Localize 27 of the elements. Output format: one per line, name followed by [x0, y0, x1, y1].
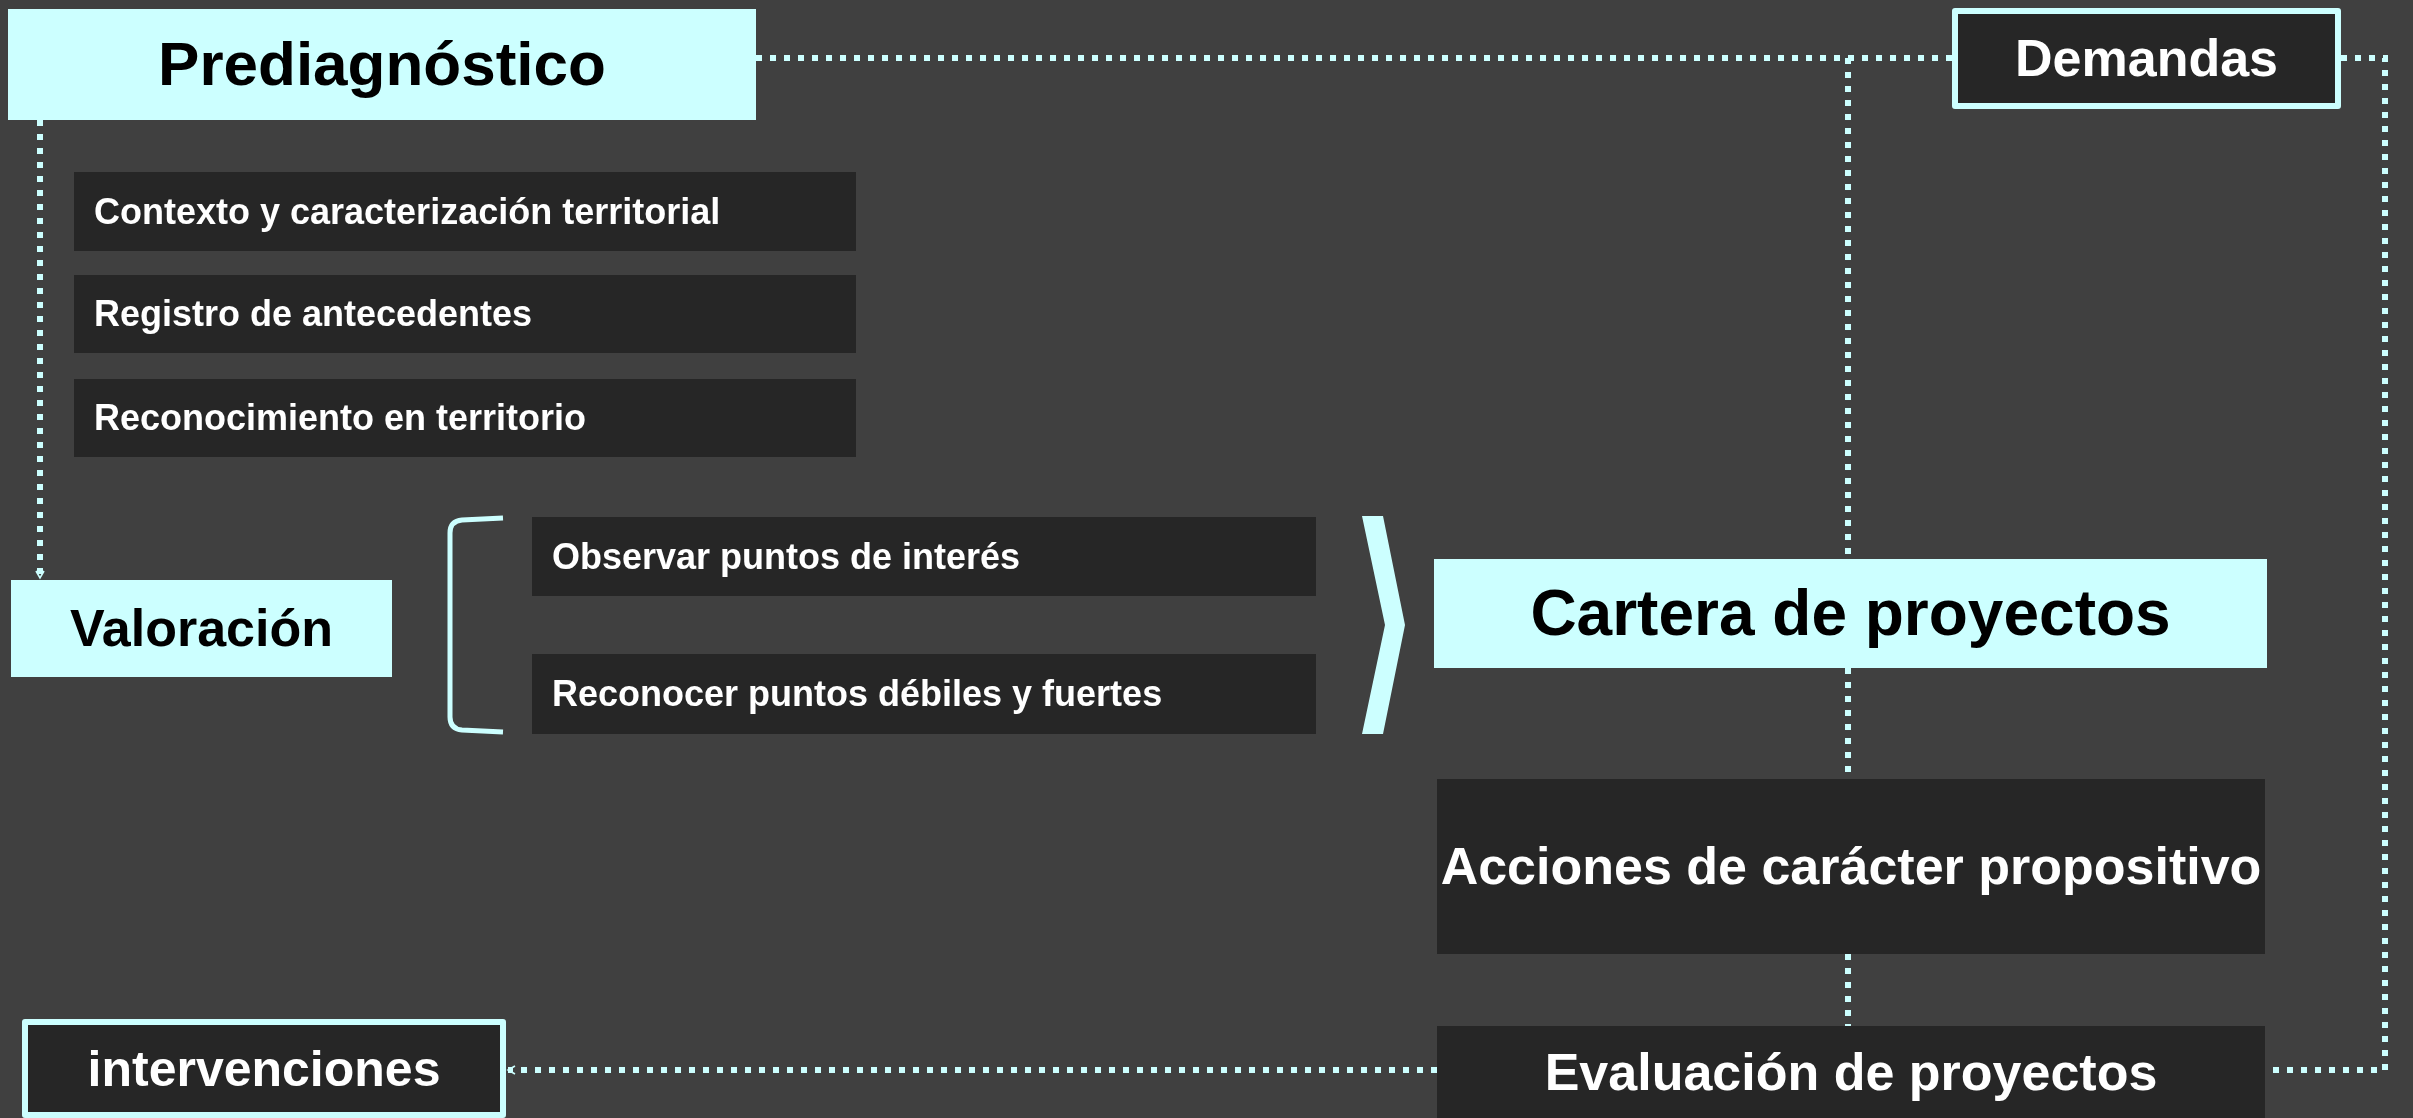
step-box	[532, 517, 1316, 596]
box-label: Evaluación de proyectos	[1544, 1041, 2158, 1103]
box-label: Valoración	[70, 598, 333, 660]
step-box	[74, 379, 856, 457]
step-box	[1437, 1026, 2265, 1118]
box-label: Reconocimiento en territorio	[94, 396, 587, 440]
box-label: Acciones de carácter propositivo	[1440, 836, 2262, 898]
step-box	[1437, 779, 2265, 954]
stage-box	[1434, 559, 2267, 668]
box-label: Prediagnóstico	[158, 28, 606, 101]
step-box	[532, 654, 1316, 734]
box-label: Cartera de proyectos	[1530, 576, 2171, 652]
stage-box	[11, 580, 392, 677]
box-label: intervenciones	[87, 1039, 441, 1099]
step-box	[74, 275, 856, 353]
box-label: Contexto y caracterización territorial	[94, 189, 721, 234]
dotted-connector	[507, 1065, 1437, 1075]
box-label: Observar puntos de interés	[552, 534, 1021, 579]
step-box	[74, 172, 856, 251]
box-label: Reconocer puntos débiles y fuertes	[552, 672, 1163, 716]
dotted-connector	[1845, 954, 1851, 1026]
dotted-connector	[35, 120, 45, 579]
outlined-box	[1952, 8, 2341, 109]
outlined-box	[22, 1019, 506, 1118]
stage-box	[8, 9, 756, 120]
box-label: Demandas	[2015, 28, 2278, 90]
box-label: Registro de antecedentes	[94, 292, 533, 336]
